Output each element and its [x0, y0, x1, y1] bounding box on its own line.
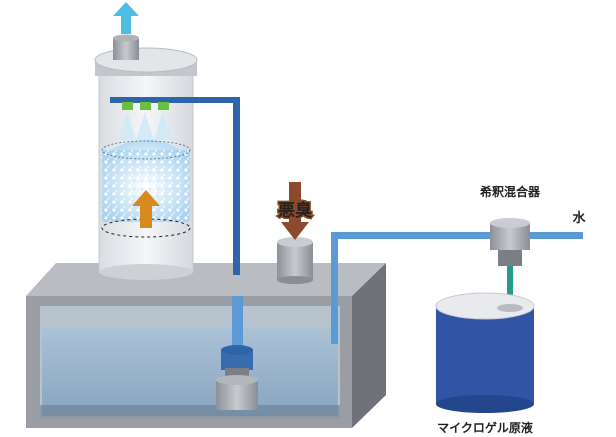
- dilution-mixer-label: 希釈混合器: [479, 184, 541, 199]
- dilution-mixer: [490, 218, 530, 312]
- submersible-pump: [216, 296, 258, 410]
- nozzle-icon: [118, 102, 136, 140]
- odor-inlet: [277, 237, 313, 284]
- tank-side-wall: [352, 263, 386, 428]
- water-label: 水: [572, 210, 586, 226]
- storage-tank: [26, 263, 386, 428]
- microgel-stock-label: マイクロゲル原液: [437, 420, 533, 435]
- odor-inflow-arrow-icon: [281, 182, 309, 240]
- tank-floor: [40, 405, 340, 418]
- microgel-drum: [435, 292, 535, 413]
- water-supply-pipe: [331, 232, 583, 344]
- odor-label: 悪臭: [278, 200, 312, 221]
- spray-nozzles: [110, 97, 240, 275]
- nozzle-icon: [136, 102, 154, 140]
- clean-air-out-arrow-icon: [113, 2, 139, 34]
- nozzle-icon: [154, 102, 172, 140]
- scrubber-column: [94, 34, 198, 280]
- tank-water: [42, 328, 338, 416]
- air-flow-up-arrow-icon: [132, 190, 160, 228]
